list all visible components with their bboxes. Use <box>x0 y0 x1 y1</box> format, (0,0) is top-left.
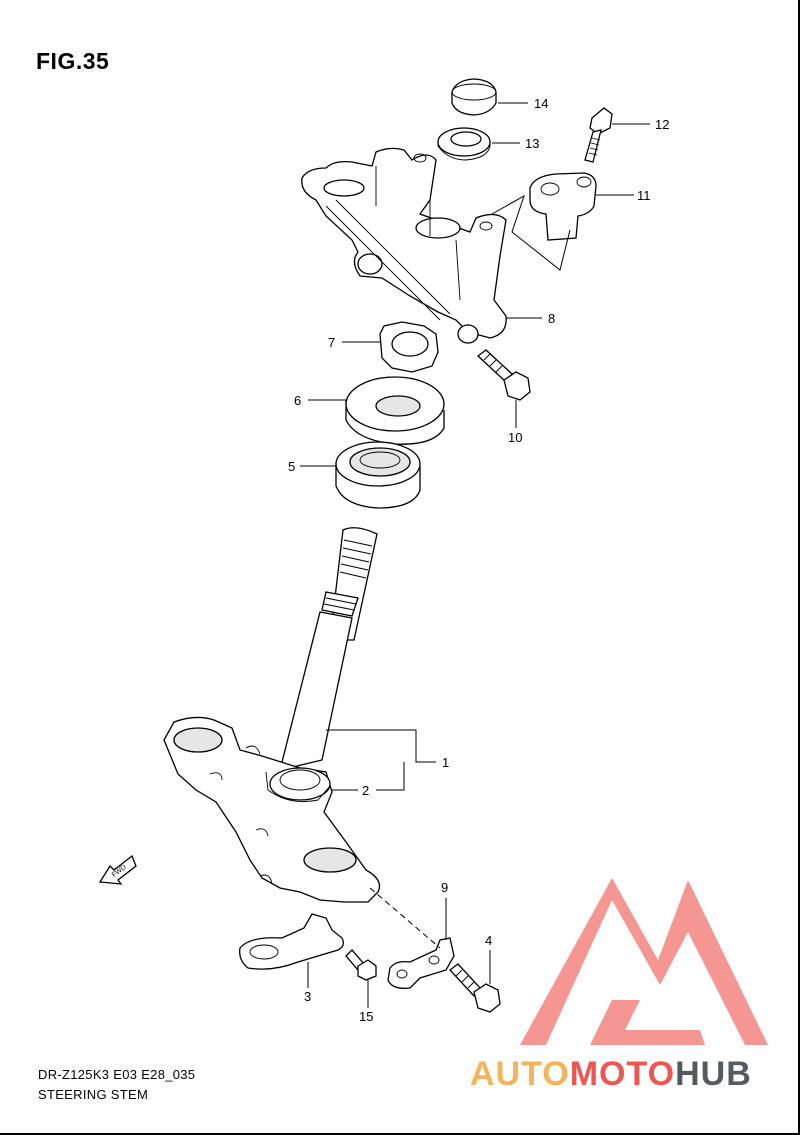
part-handlebar-holder-11 <box>529 172 597 241</box>
alignment-dashed-line <box>369 887 441 949</box>
callout-5: 5 <box>288 459 295 474</box>
callout-9: 9 <box>441 880 448 895</box>
leader-lines <box>300 102 650 1008</box>
part-bearing-5 <box>335 441 421 509</box>
part-cable-guide-3 <box>239 913 344 970</box>
part-lower-bearing-2 <box>265 771 331 803</box>
callout-6: 6 <box>294 393 301 408</box>
part-cap-14 <box>451 78 497 116</box>
part-bracket-9 <box>387 937 455 989</box>
callout-11: 11 <box>637 188 651 203</box>
callout-numbers: 14 13 12 11 8 7 10 6 5 1 2 3 9 4 15 <box>288 96 669 1024</box>
fwd-arrow-icon: FWD <box>98 854 137 885</box>
part-nut-7 <box>379 321 439 373</box>
callout-14: 14 <box>534 96 548 111</box>
callout-3: 3 <box>304 989 311 1004</box>
part-dust-seal-6 <box>345 376 445 445</box>
watermark-auto: AUTO <box>470 1055 570 1093</box>
model-code: DR-Z125K3 E03 E28_035 <box>38 1067 196 1082</box>
callout-1: 1 <box>442 755 449 770</box>
callout-13: 13 <box>525 136 539 151</box>
part-screw-15 <box>345 949 377 981</box>
part-bolt-12 <box>584 107 613 163</box>
callout-2: 2 <box>362 783 369 798</box>
watermark-text: AUTOMOTOHUB <box>470 1055 752 1093</box>
watermark-moto: MOTO <box>570 1055 675 1093</box>
callout-12: 12 <box>655 117 669 132</box>
callout-7: 7 <box>328 335 335 350</box>
part-bolt-10 <box>476 349 531 401</box>
section-title: STEERING STEM <box>38 1087 149 1102</box>
part-bolt-4 <box>449 963 501 1013</box>
break-line <box>491 194 571 271</box>
callout-10: 10 <box>508 430 522 445</box>
figure-title: FIG.35 <box>36 48 110 74</box>
watermark-hub: HUB <box>675 1055 752 1093</box>
callout-4: 4 <box>485 933 492 948</box>
part-washer-13 <box>437 127 491 161</box>
watermark-logo-icon <box>520 878 768 1045</box>
callout-8: 8 <box>548 311 555 326</box>
part-upper-bracket-8 <box>301 147 507 344</box>
part-steering-stem-1 <box>163 527 381 903</box>
callout-15: 15 <box>359 1009 373 1024</box>
